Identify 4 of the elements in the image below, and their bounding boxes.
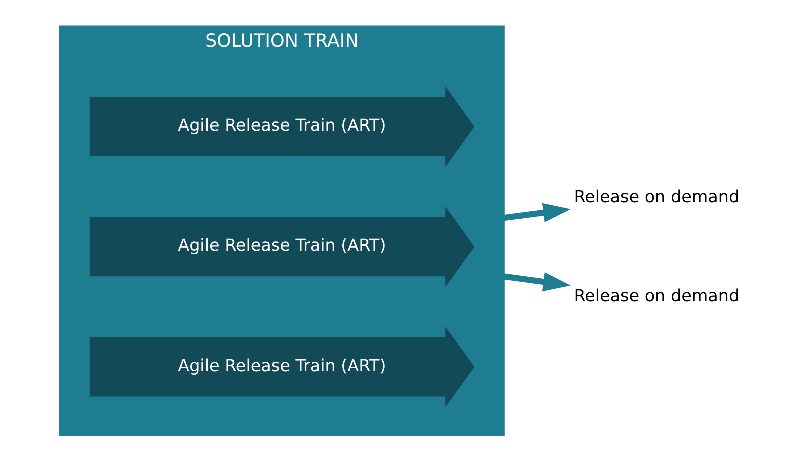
- node-text: Release on demand: [574, 285, 740, 306]
- arrow: [503, 203, 570, 222]
- node-text: Release on demand: [574, 186, 740, 207]
- arrow: [503, 272, 570, 292]
